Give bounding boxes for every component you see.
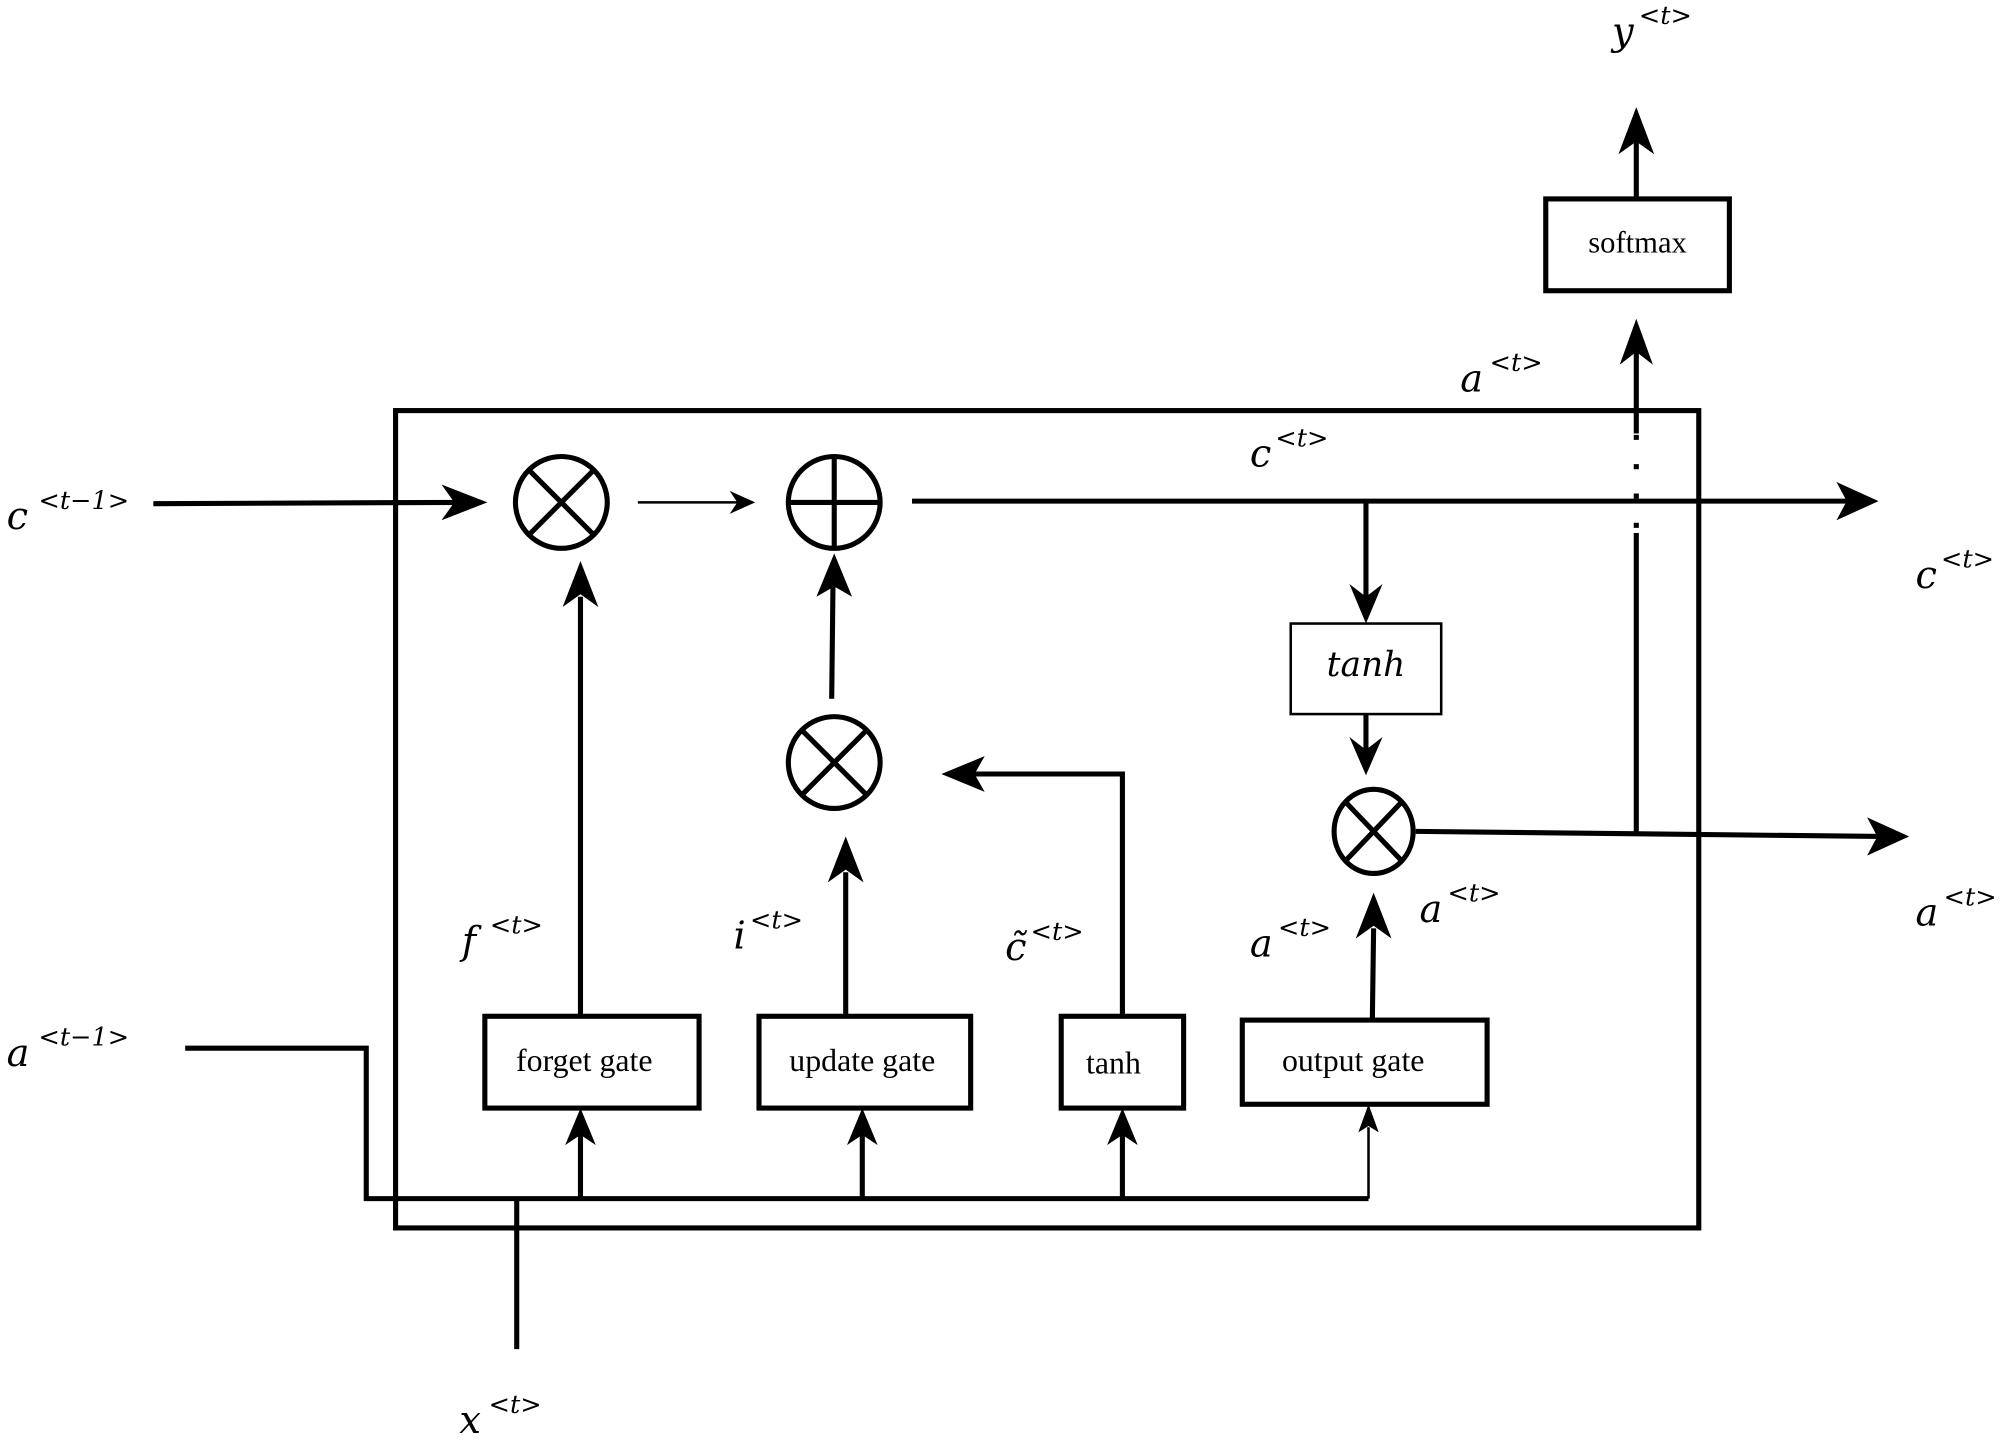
tanh-cell-label: tanh bbox=[1327, 645, 1406, 685]
output-gate-box: output gate bbox=[1239, 1017, 1490, 1107]
label-i-t: i <t> bbox=[733, 905, 803, 958]
label-a-t-outgate: a <t> bbox=[1250, 913, 1331, 966]
svg-text:c: c bbox=[7, 494, 28, 539]
label-f-t: f <t> bbox=[459, 910, 543, 963]
bus-to-update-arrow bbox=[846, 1108, 878, 1199]
c-prev-arrow bbox=[153, 484, 488, 521]
svg-text:<t>: <t> bbox=[489, 1390, 542, 1420]
cell-frame bbox=[393, 408, 1702, 1231]
svg-text:<t>: <t> bbox=[1278, 913, 1331, 943]
a-to-softmax-path bbox=[1619, 318, 1653, 834]
a-t-out-arrow bbox=[1415, 817, 1910, 856]
softmax-box: softmax bbox=[1543, 196, 1732, 294]
svg-text:y: y bbox=[1610, 10, 1634, 55]
c-to-tanh-arrow bbox=[1349, 501, 1383, 624]
label-a-t-top: a <t> bbox=[1460, 348, 1542, 401]
svg-text:<t−1>: <t−1> bbox=[39, 1023, 130, 1053]
update-gate-box: update gate bbox=[756, 1013, 974, 1111]
label-c-t-inner: c <t> bbox=[1250, 423, 1328, 476]
forget-gate-label: forget gate bbox=[516, 1043, 653, 1078]
svg-text:<t>: <t> bbox=[750, 905, 803, 935]
svg-text:a: a bbox=[1916, 891, 1939, 936]
tanh-cell-box: tanh bbox=[1289, 622, 1443, 716]
svg-text:<t>: <t> bbox=[490, 910, 543, 940]
update-gate-output-arrow bbox=[827, 836, 864, 1017]
bus-to-output-arrow bbox=[1358, 1104, 1379, 1199]
svg-text:<t>: <t> bbox=[1944, 882, 1997, 912]
update-to-add-arrow bbox=[816, 553, 853, 699]
label-c-prev: c <t−1> bbox=[7, 486, 129, 539]
svg-text:<t−1>: <t−1> bbox=[39, 486, 130, 516]
svg-text:c: c bbox=[1250, 432, 1271, 477]
tanh-gate-label: tanh bbox=[1086, 1046, 1141, 1081]
label-a-t-mult: a <t> bbox=[1420, 879, 1501, 932]
svg-text:x: x bbox=[459, 1398, 481, 1443]
a-prev-input-path bbox=[185, 1045, 1369, 1202]
tanh-gate-output-arrow bbox=[941, 756, 1125, 1017]
forget-multiply-node bbox=[512, 453, 610, 551]
output-multiply-node bbox=[1331, 786, 1416, 877]
svg-text:i: i bbox=[733, 914, 745, 959]
label-x-t: x <t> bbox=[459, 1390, 541, 1443]
label-c-t-out: c <t> bbox=[1916, 544, 1994, 597]
label-c-tilde-t: c̃ <t> bbox=[1005, 917, 1083, 970]
softmax-label: softmax bbox=[1588, 225, 1687, 259]
svg-text:a: a bbox=[1460, 356, 1483, 401]
svg-text:a: a bbox=[1420, 887, 1443, 932]
tanh-to-mult-arrow bbox=[1349, 714, 1383, 776]
label-a-t-out: a <t> bbox=[1916, 882, 1997, 935]
svg-text:f: f bbox=[459, 919, 482, 964]
svg-text:a: a bbox=[1250, 921, 1273, 966]
svg-text:<t>: <t> bbox=[1031, 917, 1084, 947]
svg-text:<t>: <t> bbox=[1275, 423, 1328, 453]
svg-text:a: a bbox=[7, 1031, 30, 1076]
bus-to-forget-arrow bbox=[565, 1108, 596, 1199]
output-gate-label: output gate bbox=[1282, 1043, 1424, 1078]
svg-text:<t>: <t> bbox=[1490, 348, 1543, 378]
svg-text:c: c bbox=[1916, 553, 1937, 598]
forget-gate-output-arrow bbox=[562, 561, 599, 1017]
svg-text:c̃: c̃ bbox=[1005, 925, 1027, 970]
c-t-out-arrow bbox=[912, 482, 1879, 521]
svg-text:<t>: <t> bbox=[1448, 879, 1501, 909]
output-gate-output-arrow bbox=[1355, 892, 1392, 1021]
label-y-t: y <t> bbox=[1610, 1, 1692, 54]
svg-text:<t>: <t> bbox=[1639, 1, 1692, 31]
forget-gate-box: forget gate bbox=[482, 1013, 702, 1111]
tanh-gate-box: tanh bbox=[1058, 1013, 1187, 1111]
bus-to-tanh-arrow bbox=[1107, 1108, 1138, 1199]
softmax-to-y-arrow bbox=[1618, 107, 1655, 199]
label-a-prev: a <t−1> bbox=[7, 1023, 129, 1076]
svg-text:<t>: <t> bbox=[1941, 544, 1994, 574]
cell-add-node bbox=[785, 453, 883, 551]
update-multiply-node bbox=[785, 714, 883, 811]
mult-to-add-arrow bbox=[637, 490, 756, 514]
update-gate-label: update gate bbox=[789, 1043, 935, 1078]
